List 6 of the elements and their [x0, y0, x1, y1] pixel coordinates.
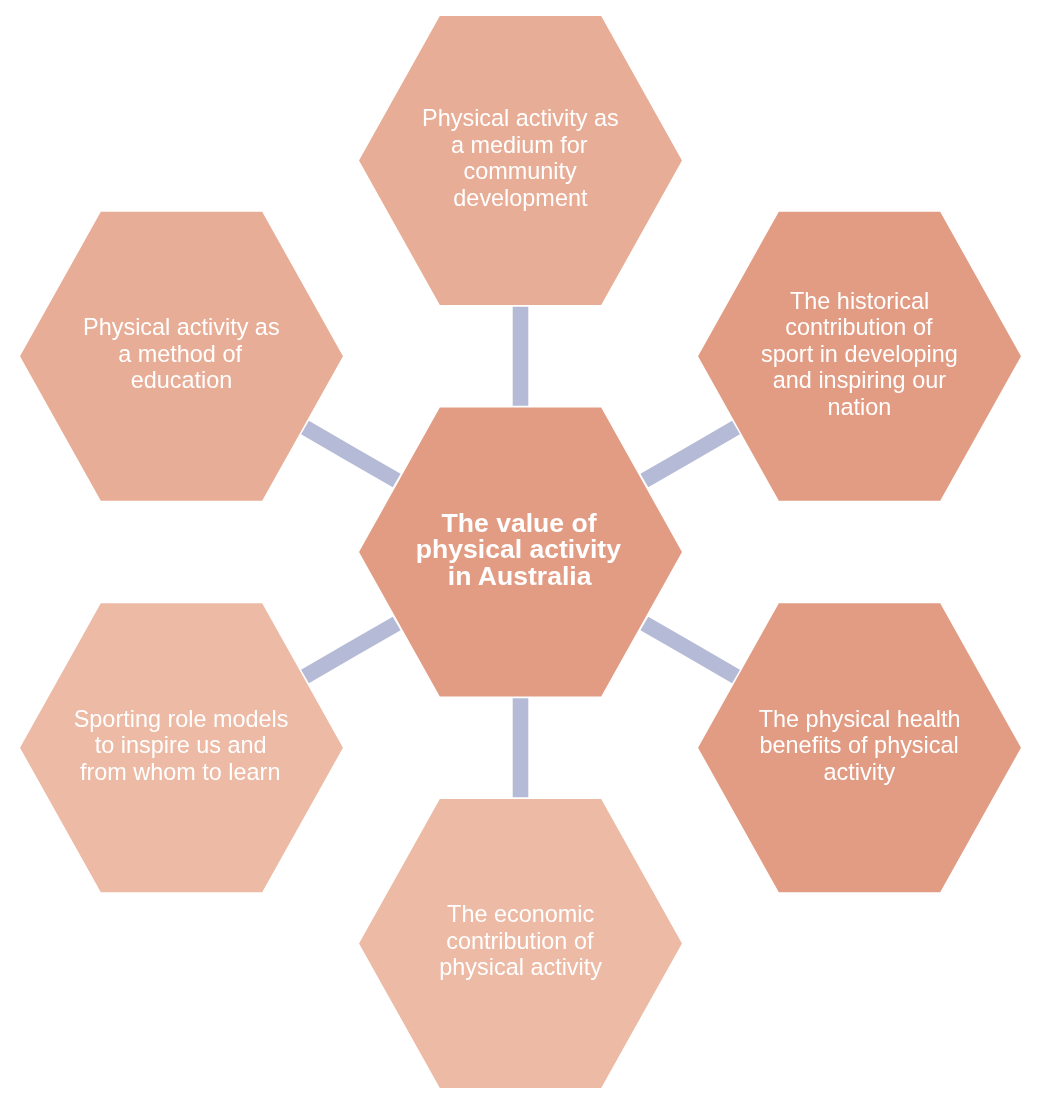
- connector: [300, 616, 401, 684]
- connector: [512, 306, 528, 406]
- connector: [639, 420, 740, 488]
- connector: [639, 616, 740, 684]
- connector: [512, 698, 528, 798]
- connector: [300, 420, 401, 488]
